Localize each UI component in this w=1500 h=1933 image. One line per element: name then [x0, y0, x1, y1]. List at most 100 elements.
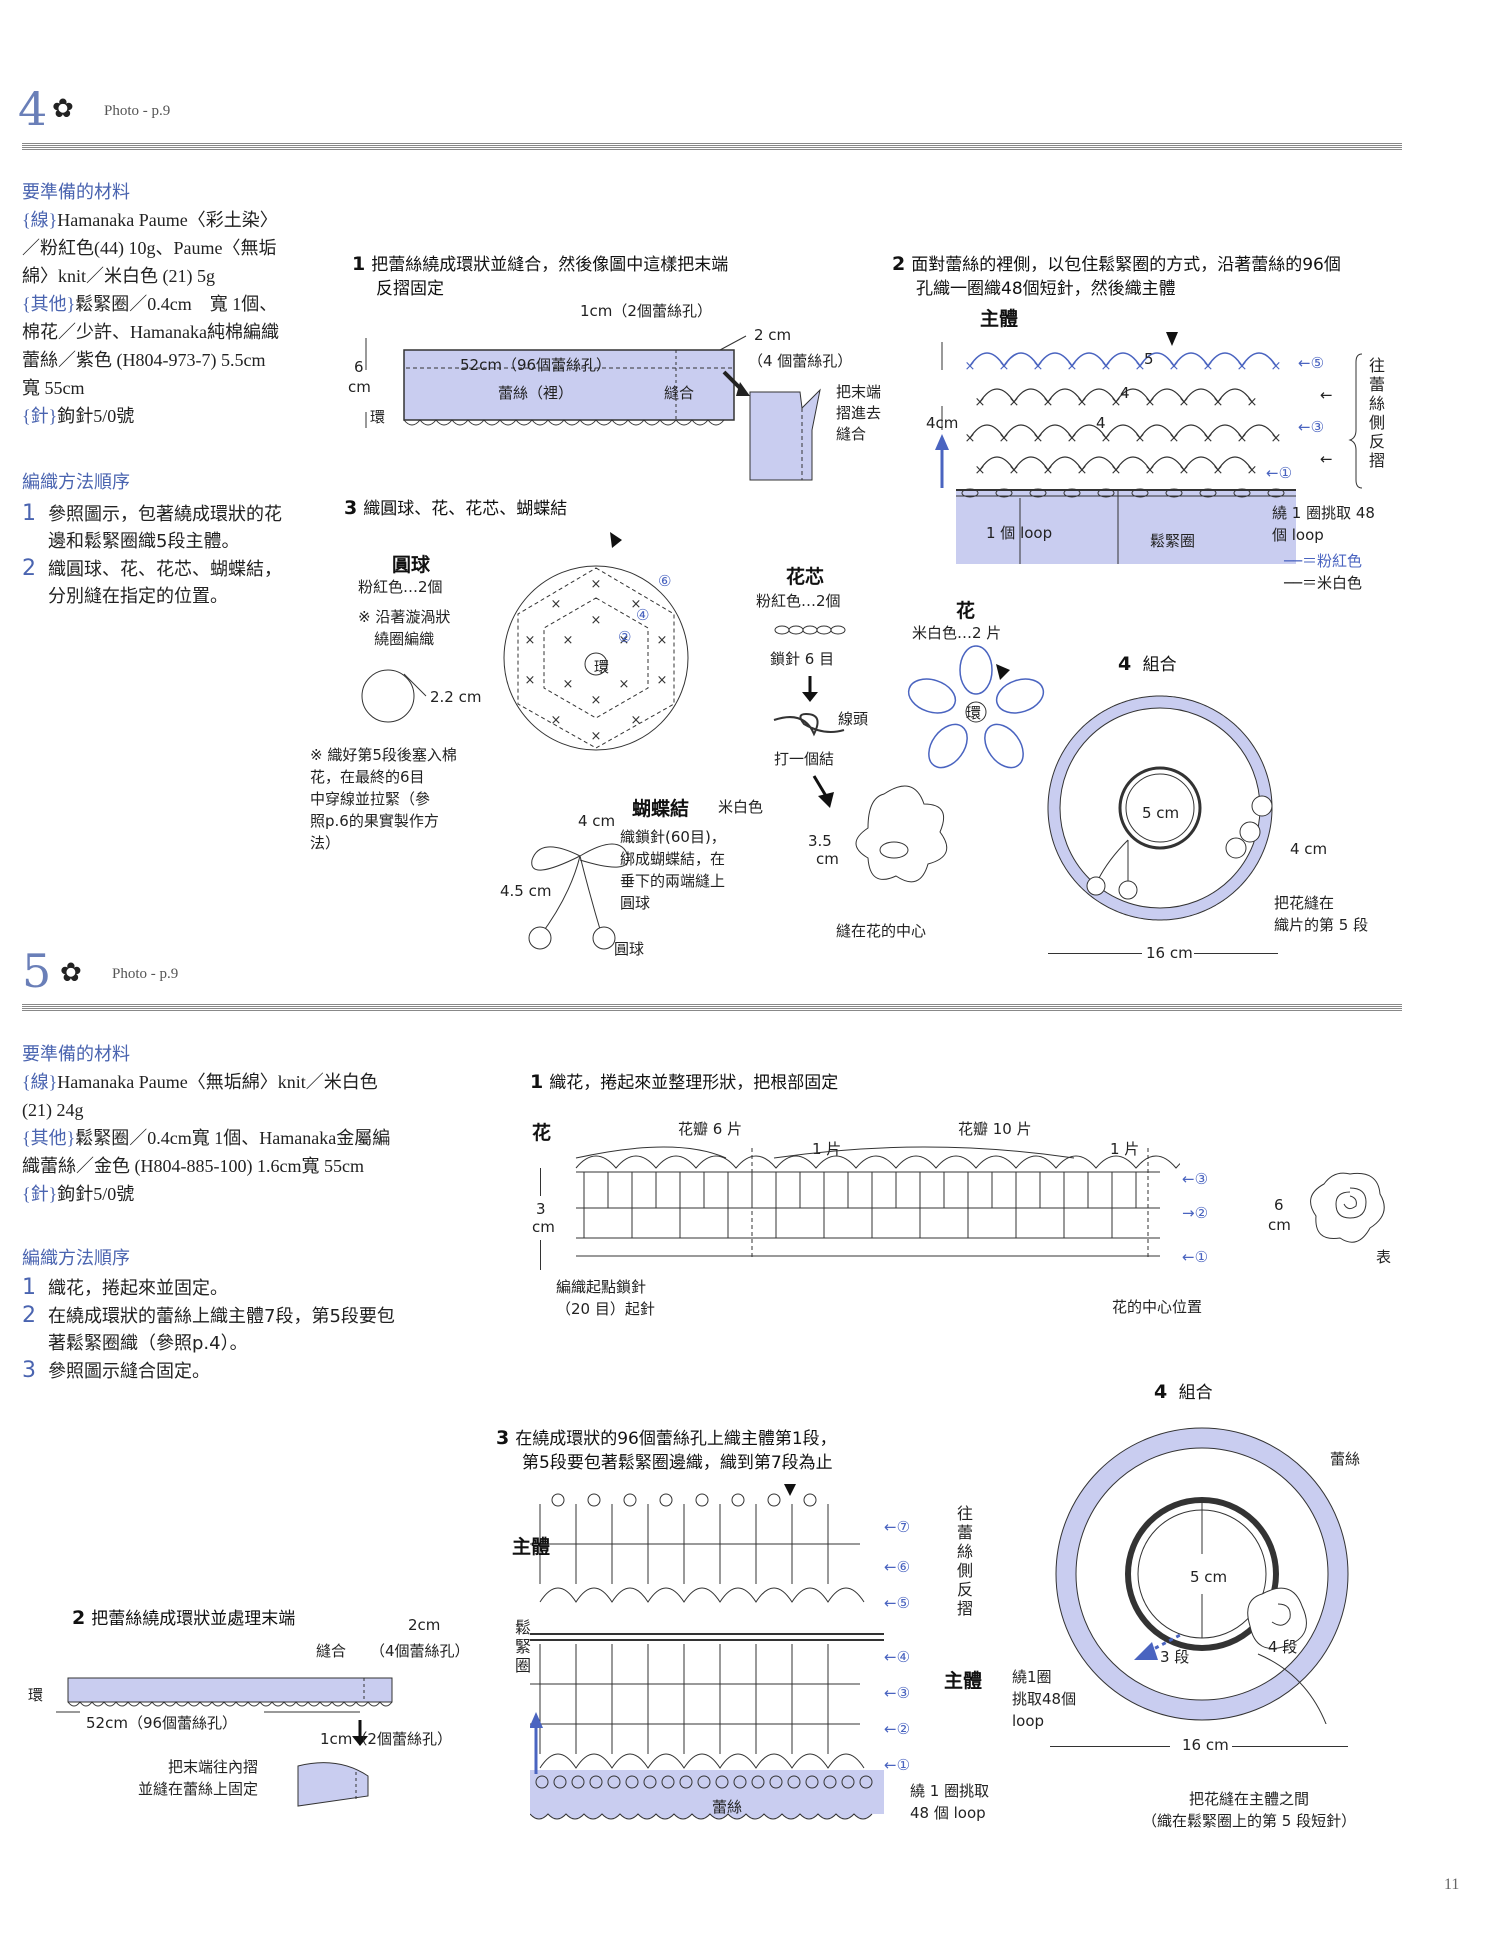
svg-text:×: × — [591, 577, 602, 592]
svg-text:×: × — [525, 633, 536, 648]
s5-lace-ring-diagram — [56, 1677, 393, 1807]
s5-row-3: ←③ — [884, 1684, 911, 1702]
s5-height-unit: cm — [532, 1218, 555, 1236]
s5-pick-note: 繞 1 圈挑取 48 個 loop — [910, 1782, 990, 1822]
s4-flower-size-asm: 4 cm — [1290, 840, 1328, 858]
s4-flower-size: 3.5 — [808, 832, 832, 850]
section5-materials-heading: 要準備的材料 — [22, 1044, 130, 1065]
s5-row-1: ←① — [884, 1756, 911, 1774]
svg-text:×: × — [1043, 395, 1054, 410]
s5-height-line-top — [540, 1168, 541, 1196]
svg-text:×: × — [1135, 359, 1146, 374]
material-line: 蕾絲／紫色 (H804-973-7) 5.5cm — [22, 346, 342, 374]
s5-size-num: 6 — [1274, 1196, 1284, 1214]
material-text: 鉤針5/0號 — [57, 1184, 135, 1204]
method-text: 織花，捲起來並固定。 — [48, 1278, 228, 1299]
s5-lbl-52cm: 52cm（96個蕾絲孔） — [86, 1714, 238, 1732]
s4-ball-round6: ⑥ — [658, 572, 672, 590]
material-line: 織蕾絲／金色 (H804-885-100) 1.6cm寬 55cm — [22, 1152, 492, 1180]
s4-side-note: 往蕾絲側反摺 — [1368, 356, 1385, 470]
section5-number: 5 — [22, 944, 52, 998]
method-text: 分別縫在指定的位置。 — [48, 586, 228, 607]
svg-text:×: × — [619, 677, 630, 692]
svg-text:×: × — [591, 729, 602, 744]
svg-text:×: × — [999, 431, 1010, 446]
s4-row-arrow-2: ← — [1320, 450, 1333, 468]
s5-start-note: 編織起點鎖針 （20 目）起針 — [556, 1278, 655, 1318]
s5-asm-inner: 5 cm — [1190, 1568, 1228, 1586]
svg-text:×: × — [657, 673, 668, 688]
s4-row4-label: 4 — [1120, 384, 1130, 402]
s5-asm-sew-note: 把花縫在主體之間 （織在鬆緊圈上的第 5 段短針） — [1142, 1790, 1357, 1830]
s4-width-line-right — [1194, 953, 1278, 954]
s5-lbl-2cm: 2cm — [408, 1616, 441, 1634]
s5-lbl-4holes: （4個蕾絲孔） — [370, 1642, 470, 1660]
gear-icon: ✿ — [52, 94, 74, 124]
s5-width-line-left — [1050, 1746, 1170, 1747]
method-step-number: 3 — [22, 1358, 36, 1383]
s5-asm-pick: 繞1圈 挑取48個 loop — [1012, 1668, 1077, 1730]
svg-text:×: × — [551, 713, 562, 728]
svg-text:×: × — [619, 633, 630, 648]
s5-row-5: ←⑤ — [884, 1594, 911, 1612]
material-tag: {線} — [22, 1072, 58, 1092]
svg-text:×: × — [975, 463, 986, 478]
method-line: 邊和鬆緊圈織5段主體。 — [22, 528, 342, 555]
svg-text:×: × — [1203, 431, 1214, 446]
s4-body-height: 4cm — [926, 414, 959, 432]
method-text: 參照圖示，包著繞成環狀的花 — [48, 504, 282, 525]
s5-petals10: 花瓣 10 片 — [958, 1120, 1032, 1138]
material-line: {其他}鬆緊圈／0.4cm寬 1個、Hamanaka金屬編 — [22, 1124, 492, 1152]
s4-lbl-52cm: 52cm（96個蕾絲孔） — [460, 356, 612, 374]
s5-side-note: 往蕾絲側反摺 — [956, 1504, 973, 1618]
s4-core-diagram — [773, 625, 846, 737]
s4-flower-cm: cm — [816, 850, 839, 868]
material-text: (21) 24g — [22, 1100, 84, 1120]
method-line: 著鬆緊圈織（參照p.4）。 — [22, 1330, 492, 1357]
s4-width: 16 cm — [1146, 944, 1193, 962]
method-text: 著鬆緊圈織（參照p.4）。 — [48, 1333, 248, 1354]
s4-row4b-label: 4 — [1096, 414, 1106, 432]
material-tag: {線} — [22, 210, 58, 230]
svg-text:×: × — [1271, 359, 1282, 374]
s4-lbl-1cm: 1cm（2個蕾絲孔） — [580, 302, 712, 320]
s4-ball-round2: ② — [618, 628, 632, 646]
svg-text:×: × — [975, 395, 986, 410]
s4-step4-title: 4 組合 — [1118, 653, 1177, 675]
svg-text:×: × — [1169, 359, 1180, 374]
svg-text:×: × — [965, 359, 976, 374]
svg-text:×: × — [1101, 359, 1112, 374]
s4-ball-size-diagram — [361, 669, 427, 723]
s5-flower-row1: ←① — [1182, 1248, 1209, 1266]
svg-text:×: × — [1203, 359, 1214, 374]
s4-core-knot: 打一個結 — [774, 750, 835, 768]
material-tag: {針} — [22, 1184, 58, 1204]
svg-text:×: × — [1213, 463, 1224, 478]
s4-row-arrow-1: ←① — [1266, 464, 1293, 482]
s4-bow-title: 蝴蝶結 — [632, 798, 690, 820]
s4-row-arrow-4: ← — [1320, 386, 1333, 404]
svg-text:×: × — [1179, 395, 1190, 410]
material-line: {線}Hamanaka Paume〈彩土染〉 — [22, 206, 342, 234]
s5-flower-label: 花 — [532, 1122, 552, 1144]
s4-flower-title: 花 — [956, 600, 976, 622]
s4-elastic: 鬆緊圈 — [1150, 532, 1196, 550]
s5-lbl-seam: 縫合 — [316, 1642, 347, 1660]
svg-text:×: × — [1067, 431, 1078, 446]
s4-pick-note: 繞 1 圈挑取 48 個 loop — [1272, 504, 1375, 544]
s4-step1-title-line2: 反摺固定 — [376, 279, 444, 299]
svg-text:×: × — [1077, 463, 1088, 478]
page-number: 11 — [1444, 1876, 1460, 1893]
svg-text:×: × — [1247, 395, 1258, 410]
s5-one-petal-b: 1 片 — [1110, 1140, 1140, 1158]
svg-text:×: × — [551, 597, 562, 612]
svg-text:×: × — [591, 613, 602, 628]
